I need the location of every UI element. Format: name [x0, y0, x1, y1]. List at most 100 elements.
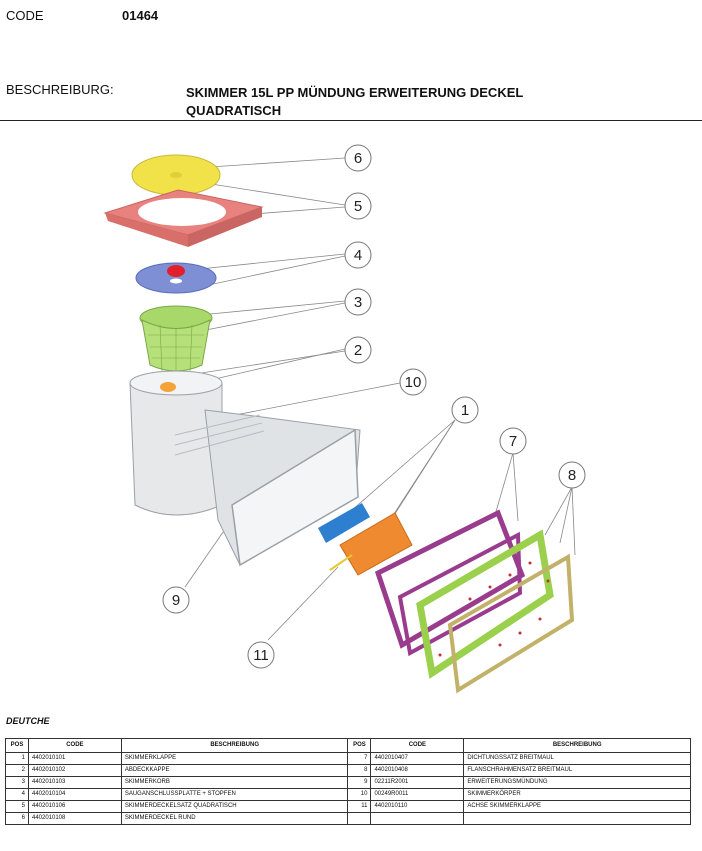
body-ribs: [174, 414, 265, 456]
lid-frame-hole: [138, 198, 226, 226]
table-cell: 4402010104: [27, 788, 122, 801]
basket-mesh: [148, 324, 204, 375]
skimmer-flap: [339, 512, 413, 576]
table-cell: SKIMMERDECKEL RUND: [120, 812, 349, 825]
svg-text:10: 10: [405, 374, 422, 391]
table-cell: SKIMMERKLAPPE: [120, 752, 349, 765]
table-cell: 1: [5, 752, 29, 765]
header-description-2: BESCHREIBUNG: [463, 738, 691, 753]
svg-text:4: 4: [354, 247, 362, 264]
suction-plate: [135, 262, 217, 294]
flap-seal: [318, 503, 370, 543]
table-cell: 8: [347, 764, 372, 777]
table-cell: 10: [347, 788, 372, 801]
table-cell: SKIMMERKORB: [120, 776, 349, 789]
description-line-2: QUADRATISCH: [186, 103, 282, 118]
header-description: BESCHREIBUNG: [120, 738, 349, 753]
table-cell: 00249R0011: [370, 788, 465, 801]
plate-hole: [170, 278, 182, 284]
header-code-2: CODE: [370, 738, 465, 753]
callout-8: 8: [558, 461, 586, 489]
header-divider: [0, 120, 702, 121]
svg-text:7: 7: [509, 433, 517, 450]
description-label: BESCHREIBURG:: [6, 82, 114, 97]
tan-gasket: [447, 553, 575, 694]
section-title: DEUTCHE: [6, 716, 50, 726]
mouth-face: [231, 428, 359, 567]
callout-9: 9: [162, 586, 190, 614]
svg-text:3: 3: [354, 294, 362, 311]
table-cell: ERWEITERUNGSMÜNDUNG: [463, 776, 691, 789]
purple-gasket: [374, 509, 526, 649]
lid-frame-side-2: [188, 207, 262, 247]
code-value: 01464: [122, 8, 159, 23]
header-code: CODE: [27, 738, 122, 753]
callout-2: 2: [344, 336, 372, 364]
code-label: CODE: [6, 8, 44, 23]
table-cell: 4402010101: [27, 752, 122, 765]
svg-text:2: 2: [354, 342, 362, 359]
table-cell: 4402010106: [27, 800, 122, 813]
header-pos-2: POS: [347, 738, 372, 753]
parts-table-header: POS CODE BESCHREIBUNG POS CODE BESCHREIB…: [5, 738, 691, 753]
callout-10: 10: [399, 368, 427, 396]
callout-11: 11: [247, 641, 275, 669]
suction-plug: [167, 265, 185, 277]
callout-7: 7: [499, 427, 527, 455]
callout-6: 6: [344, 144, 372, 172]
callout-3: 3: [344, 288, 372, 316]
table-cell: SKIMMERDECKELSATZ QUADRATISCH: [120, 800, 349, 813]
table-cell: 02211R2001: [370, 776, 465, 789]
svg-text:6: 6: [354, 150, 362, 167]
callout-5: 5: [344, 192, 372, 220]
svg-text:11: 11: [253, 647, 269, 664]
parts-table: POS CODE BESCHREIBUNG POS CODE BESCHREIB…: [5, 738, 691, 825]
svg-text:9: 9: [172, 592, 180, 609]
table-cell: 9: [347, 776, 372, 789]
skimmer-body-top: [129, 370, 223, 396]
lid-center: [170, 172, 182, 178]
table-cell: SKIMMERKÖRPER: [463, 788, 691, 801]
table-cell: 6: [5, 812, 29, 825]
table-cell: ABDECKKAPPE: [120, 764, 349, 777]
svg-text:8: 8: [568, 467, 576, 484]
description-value: SKIMMER 15L PP MÜNDUNG ERWEITERUNG DECKE…: [186, 84, 606, 120]
flap-axle: [329, 554, 353, 571]
table-cell: DICHTUNGSSATZ BREITMAUL: [463, 752, 691, 765]
table-cell: 2: [5, 764, 29, 777]
table-cell: 4: [5, 788, 29, 801]
table-cell: 4402010407: [370, 752, 465, 765]
table-cell: ACHSE SKIMMERKLAPPE: [463, 800, 691, 813]
table-cell: 4402010110: [370, 800, 465, 813]
svg-text:5: 5: [354, 198, 362, 215]
svg-text:1: 1: [461, 402, 469, 419]
table-cell: 3: [5, 776, 29, 789]
table-cell: 4402010102: [27, 764, 122, 777]
table-cell: 7: [347, 752, 372, 765]
table-cell: SAUGANSCHLUSSPLATTE + STOPFEN: [120, 788, 349, 801]
exploded-parts-diagram: 6 5 4 3 2 10 1 7 8 9 11: [103, 144, 586, 694]
cover-cap: [160, 382, 176, 392]
green-flange: [416, 529, 554, 679]
table-cell: 4402010408: [370, 764, 465, 777]
table-cell: [370, 812, 465, 825]
purple-gasket-2: [397, 531, 523, 657]
table-cell: [347, 812, 372, 825]
table-cell: 4402010108: [27, 812, 122, 825]
header-pos: POS: [5, 738, 29, 753]
callout-4: 4: [344, 241, 372, 269]
table-cell: 11: [347, 800, 372, 813]
flange-screws: [438, 561, 550, 657]
table-cell: 4402010103: [27, 776, 122, 789]
skimmer-body: [129, 382, 223, 516]
table-cell: 5: [5, 800, 29, 813]
table-cell: FLANSCHRAHMENSATZ BREITMAUL: [463, 764, 691, 777]
description-line-1: SKIMMER 15L PP MÜNDUNG ERWEITERUNG DECKE…: [186, 85, 524, 100]
table-cell: [463, 812, 691, 825]
